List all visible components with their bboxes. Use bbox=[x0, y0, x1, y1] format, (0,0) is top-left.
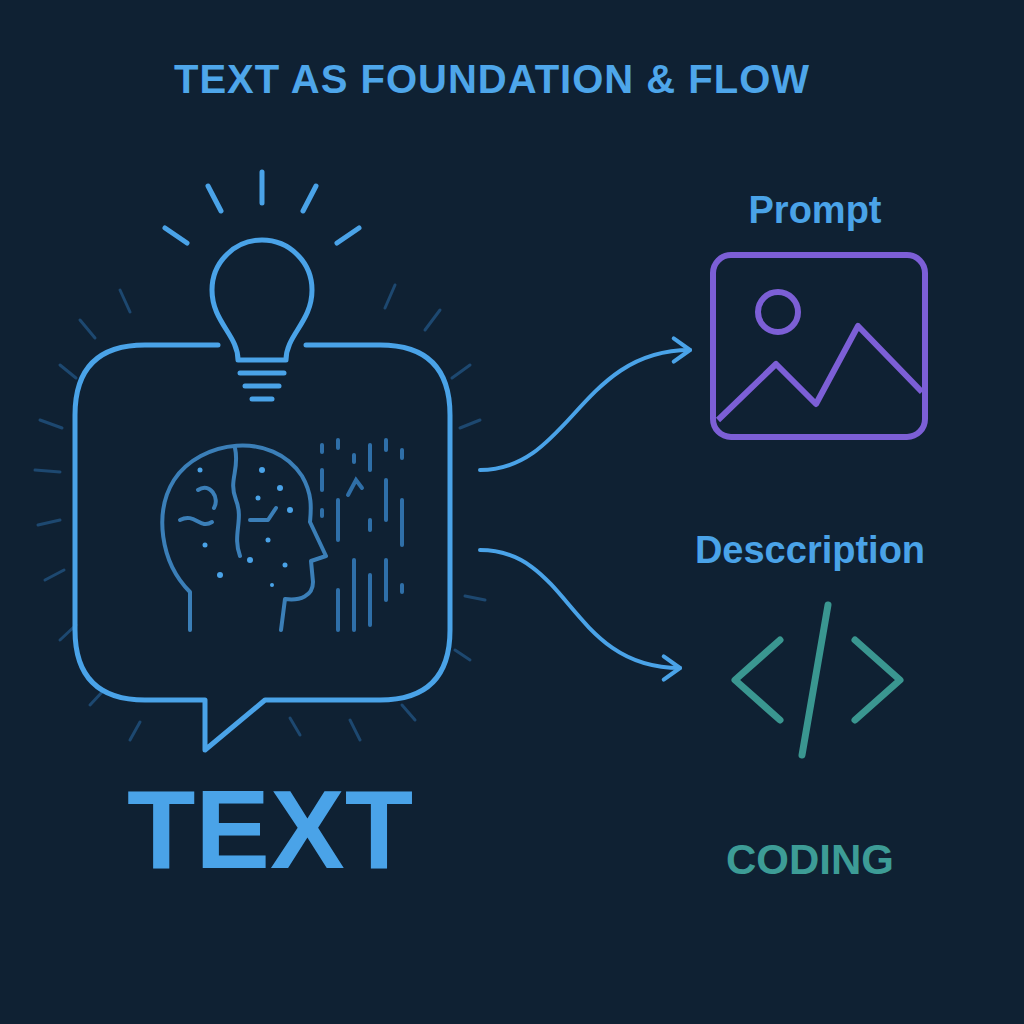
lightbulb bbox=[212, 240, 312, 360]
node-heading: Prompt bbox=[749, 187, 882, 233]
arrow-head bbox=[674, 338, 690, 361]
lightbulb-rays bbox=[165, 172, 359, 243]
code-icon bbox=[735, 605, 900, 755]
image-icon bbox=[713, 255, 925, 437]
arrow-line bbox=[480, 350, 690, 470]
flow-arrow bbox=[480, 550, 680, 680]
image-node: Prompt bbox=[690, 175, 940, 450]
flow-arrow bbox=[480, 338, 690, 470]
speech-bubble-node: TEXT bbox=[60, 170, 480, 890]
arrow-line bbox=[480, 550, 680, 668]
head-profile bbox=[162, 446, 326, 630]
arrow-head bbox=[664, 656, 680, 679]
node-caption: CODING bbox=[726, 835, 894, 885]
diagram-title: TEXT AS FOUNDATION & FLOW bbox=[0, 55, 984, 103]
code-node: DesccriptionCODING bbox=[680, 515, 940, 900]
node-heading: Desccription bbox=[695, 527, 925, 573]
main-label: TEXT bbox=[127, 770, 413, 890]
data-stream bbox=[322, 440, 402, 630]
brain-dots bbox=[198, 467, 294, 587]
speech-bubble bbox=[75, 240, 450, 750]
